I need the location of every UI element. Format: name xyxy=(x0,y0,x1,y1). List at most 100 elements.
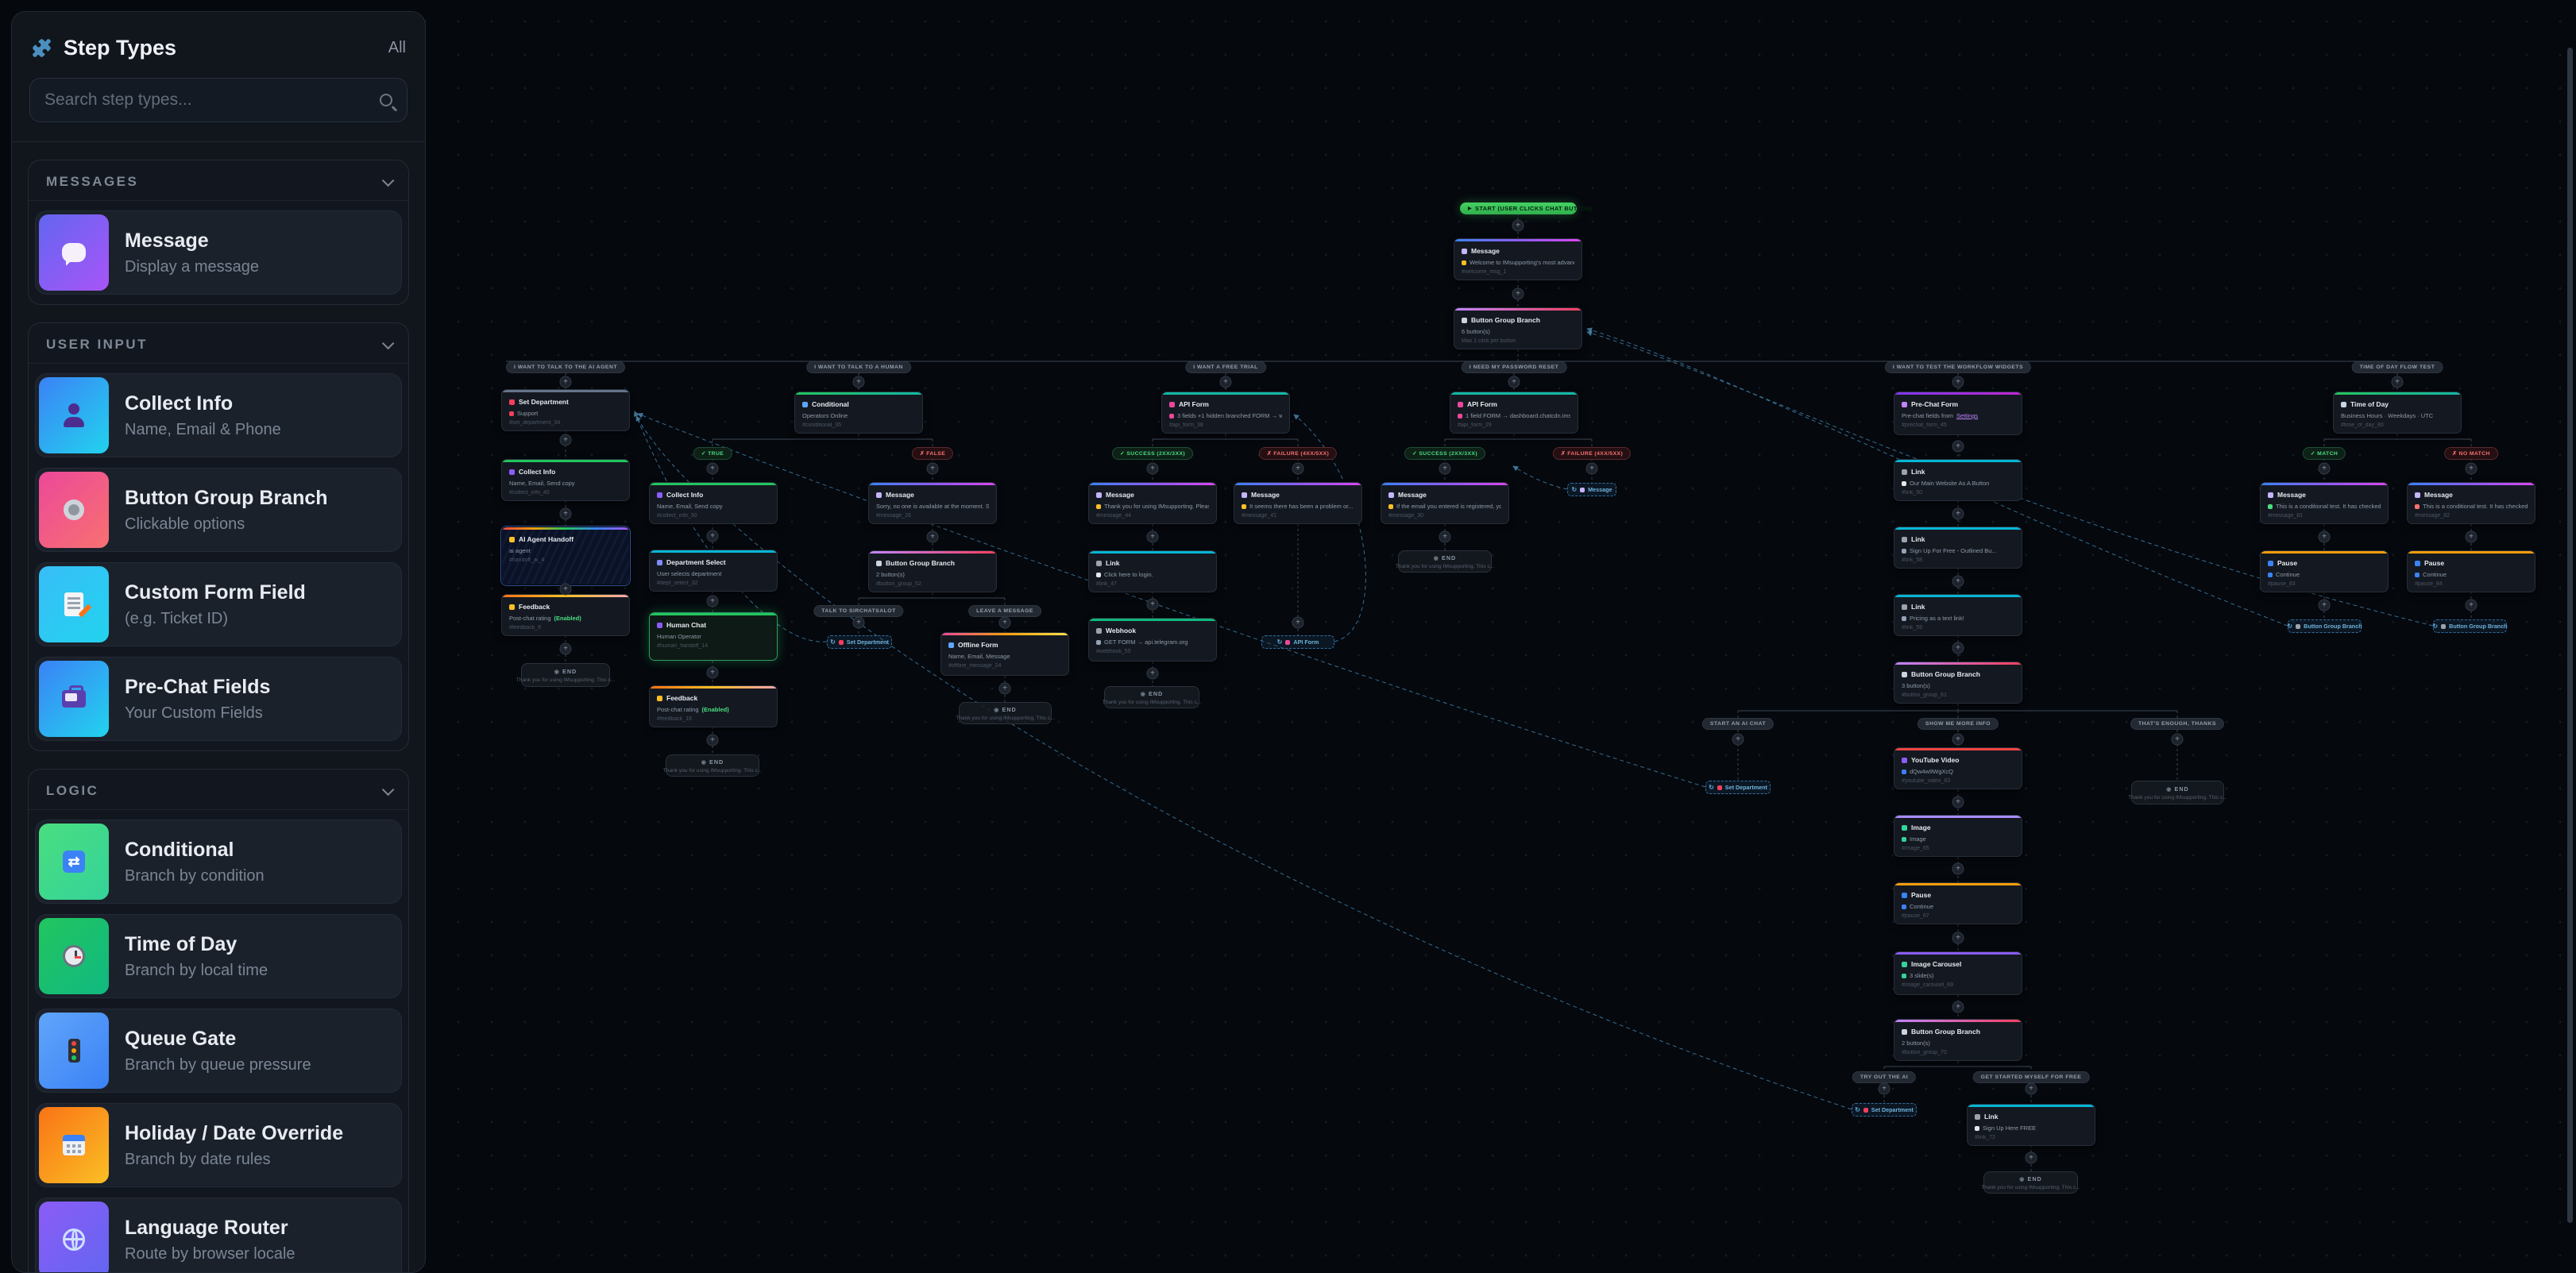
add-step-button[interactable]: + xyxy=(926,462,939,475)
all-filter-link[interactable]: All xyxy=(388,39,406,56)
add-step-button[interactable]: + xyxy=(1512,219,1524,232)
add-step-button[interactable]: + xyxy=(1952,440,1964,453)
add-step-button[interactable]: + xyxy=(2318,462,2331,475)
ghost-message[interactable]: ↻Message xyxy=(1567,483,1616,496)
settings-link[interactable]: Settings xyxy=(1956,412,1979,419)
search-input[interactable] xyxy=(44,91,380,110)
add-step-button[interactable]: + xyxy=(1219,376,1232,388)
ghost-api-form[interactable]: ↻API Form xyxy=(1261,635,1334,649)
step-type-button-group-branch[interactable]: Button Group Branch Clickable options xyxy=(35,468,402,552)
add-step-button[interactable]: + xyxy=(1146,462,1159,475)
add-step-button[interactable]: + xyxy=(1292,462,1304,475)
step-type-collect-info[interactable]: Collect Info Name, Email & Phone xyxy=(35,373,402,457)
add-step-button[interactable]: + xyxy=(1508,376,1520,388)
add-step-button[interactable]: + xyxy=(1952,642,1964,654)
ghost-set-department[interactable]: ↻Set Department xyxy=(827,635,892,649)
add-step-button[interactable]: + xyxy=(2025,1151,2037,1164)
add-step-button[interactable]: + xyxy=(559,583,572,596)
add-step-button[interactable]: + xyxy=(706,595,719,608)
add-step-button[interactable]: + xyxy=(1732,733,1744,746)
step-type-time-of-day[interactable]: Time of Day Branch by local time xyxy=(35,914,402,998)
add-step-button[interactable]: + xyxy=(1952,376,1964,388)
add-step-button[interactable]: + xyxy=(1292,616,1304,629)
step-type-language-router[interactable]: Language Router Route by browser locale xyxy=(35,1198,402,1272)
ghost-button-group-branch[interactable]: ↻Button Group Branch xyxy=(2432,619,2508,633)
add-step-button[interactable]: + xyxy=(1952,1001,1964,1013)
section-messages-header[interactable]: MESSAGES xyxy=(29,160,408,201)
ghost-button-group-branch[interactable]: ↻Button Group Branch xyxy=(2287,619,2362,633)
search-box[interactable] xyxy=(29,78,407,122)
add-step-button[interactable]: + xyxy=(706,462,719,475)
add-step-button[interactable]: + xyxy=(559,642,572,655)
ghost-set-department[interactable]: ↻Set Department xyxy=(1705,781,1771,794)
add-step-button[interactable]: + xyxy=(1952,507,1964,520)
add-step-button[interactable]: + xyxy=(2025,1082,2037,1095)
add-step-button[interactable]: + xyxy=(2465,599,2478,611)
add-step-button[interactable]: + xyxy=(1585,462,1598,475)
add-step-button[interactable]: + xyxy=(1512,287,1524,300)
add-step-button[interactable]: + xyxy=(1146,667,1159,680)
add-step-button[interactable]: + xyxy=(2318,599,2331,611)
add-step-button[interactable]: + xyxy=(998,616,1011,629)
add-step-button[interactable]: + xyxy=(2318,530,2331,543)
add-step-button[interactable]: + xyxy=(998,682,1011,695)
add-step-button[interactable]: + xyxy=(559,434,572,446)
add-step-button[interactable]: + xyxy=(1952,932,1964,944)
step-type-conditional[interactable]: ⇄ Conditional Branch by condition xyxy=(35,820,402,904)
add-step-button[interactable]: + xyxy=(926,530,939,543)
add-step-button[interactable]: + xyxy=(706,734,719,746)
add-step-button[interactable]: + xyxy=(1878,1082,1890,1095)
add-step-button[interactable]: + xyxy=(2465,462,2478,475)
add-step-button[interactable]: + xyxy=(1952,733,1964,746)
sidebar-scrollbar[interactable] xyxy=(2567,48,2573,1223)
step-type-message[interactable]: Message Display a message xyxy=(35,210,402,295)
add-step-button[interactable]: + xyxy=(852,376,865,388)
add-step-button[interactable]: + xyxy=(1146,530,1159,543)
add-step-button[interactable]: + xyxy=(1146,598,1159,611)
ghost-set-department[interactable]: ↻Set Department xyxy=(1852,1103,1917,1117)
step-type-custom-form-field[interactable]: Custom Form Field (e.g. Ticket ID) xyxy=(35,562,402,646)
add-step-button[interactable]: + xyxy=(2171,733,2184,746)
add-step-button[interactable]: + xyxy=(559,507,572,520)
add-step-button[interactable]: + xyxy=(1952,796,1964,808)
step-type-pre-chat-fields[interactable]: Pre-Chat Fields Your Custom Fields xyxy=(35,657,402,741)
add-step-button[interactable]: + xyxy=(1439,462,1451,475)
step-type-queue-gate[interactable]: Queue Gate Branch by queue pressure xyxy=(35,1009,402,1093)
